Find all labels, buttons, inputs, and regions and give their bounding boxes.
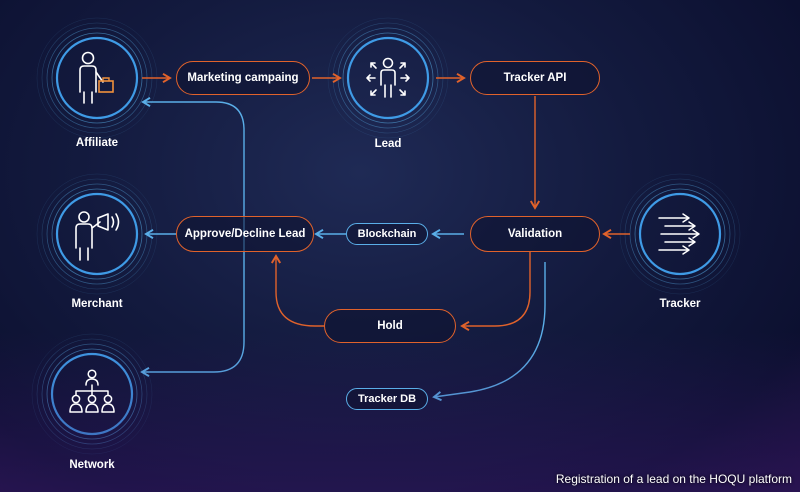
tracker-label: Tracker (659, 298, 701, 310)
tracker-db-step: Tracker DB (346, 388, 428, 410)
hold-step: Hold (324, 309, 456, 343)
lead-icon (366, 57, 410, 98)
blockchain-step: Blockchain (346, 223, 428, 245)
affiliate-icon (79, 51, 114, 104)
arrow-validation-to-hold (460, 252, 531, 332)
network-icon (69, 369, 115, 413)
affiliate-label: Affiliate (75, 137, 119, 149)
approve-decline-step: Approve/Decline Lead (176, 216, 314, 252)
arrow-to-network (140, 234, 245, 378)
marketing-campaign-step: Marketing campaing (176, 61, 310, 95)
merchant-label: Merchant (71, 298, 123, 310)
figure-caption: Registration of a lead on the HOQU platf… (555, 472, 792, 486)
merchant-icon (75, 211, 120, 261)
validation-step: Validation (470, 216, 600, 252)
arrow-validation-to-trackerdb (432, 262, 546, 402)
tracker-icon (658, 213, 700, 255)
arrow-to-affiliate (141, 96, 245, 234)
tracker-api-step: Tracker API (470, 61, 600, 95)
network-label: Network (69, 459, 115, 471)
lead-label: Lead (374, 138, 402, 150)
arrow-hold-to-approve (270, 254, 324, 327)
